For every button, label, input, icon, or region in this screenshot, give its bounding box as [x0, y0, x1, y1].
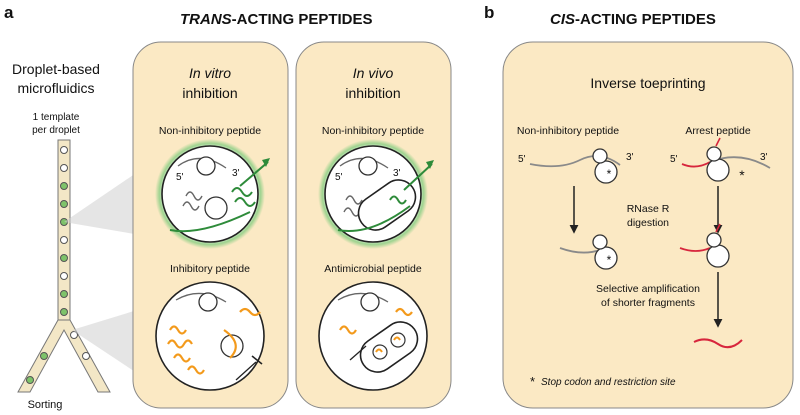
in-vitro-three-prime: 3': [232, 168, 240, 179]
in-vivo-heading-italic: In vivo: [353, 65, 394, 81]
panel-b-title-rest: -ACTING PEPTIDES: [575, 11, 716, 28]
in-vivo-bottom-bacterium: [359, 321, 419, 373]
in-vivo-bottom-label: Antimicrobial peptide: [324, 263, 422, 275]
in-vitro-heading-line2: inhibition: [182, 85, 237, 101]
in-vivo-three-prime: 3': [393, 168, 401, 179]
right-digested-fragment: [679, 223, 730, 268]
left-three-prime: 3': [626, 152, 634, 163]
template-label-line2: per droplet: [32, 125, 80, 136]
in-vitro-bottom-droplet: [155, 281, 265, 391]
svg-text:*: *: [607, 253, 612, 267]
amplified-fragment: [693, 338, 743, 349]
in-vivo-top-bacterium: [357, 179, 417, 231]
panel-a-title-rest: -ACTING PEPTIDES: [232, 11, 373, 28]
in-vitro-bottom-label: Inhibitory peptide: [170, 263, 250, 275]
right-three-prime: 3': [760, 152, 768, 163]
rnase-step-line1: RNase R: [627, 203, 670, 215]
left-digested-fragment: *: [559, 234, 618, 270]
in-vitro-panel: In vitro inhibition Non-inhibitory pepti…: [132, 41, 289, 409]
in-vitro-top-ribosome: [169, 156, 270, 233]
in-vivo-bottom-contents: [337, 292, 419, 373]
right-column-label: Arrest peptide: [685, 125, 751, 137]
panel-a-title: TRANS-ACTING PEPTIDES: [180, 11, 373, 28]
in-vivo-heading-line2: inhibition: [345, 85, 400, 101]
panel-b-letter: b: [484, 3, 494, 22]
in-vivo-top-label: Non-inhibitory peptide: [322, 125, 424, 137]
sorting-label: Sorting: [28, 399, 63, 411]
svg-text:*: *: [739, 167, 745, 183]
right-five-prime: 5': [670, 154, 678, 165]
svg-text:*: *: [607, 167, 612, 181]
panel-b-title-italic: CIS: [550, 11, 575, 28]
amplification-step-line2: of shorter fragments: [601, 297, 695, 309]
panel-b-title: CIS-ACTING PEPTIDES: [550, 11, 716, 28]
in-vivo-panel: In vivo inhibition Non-inhibitory peptid…: [295, 41, 452, 409]
in-vitro-heading-italic: In vitro: [189, 65, 231, 81]
in-vivo-top-contents: [337, 156, 434, 232]
panel-a-title-italic: TRANS: [180, 11, 232, 28]
panel-a-letter: a: [4, 3, 14, 22]
in-vivo-five-prime: 5': [335, 172, 343, 183]
footnote-text: Stop codon and restriction site: [541, 377, 676, 388]
right-mrna-ribosome: 5' 3' *: [670, 137, 771, 183]
inverse-toeprinting-heading: Inverse toeprinting: [590, 75, 705, 91]
microfluidics-title-line2: microfluidics: [17, 80, 94, 96]
in-vitro-bottom-contents: [167, 292, 263, 381]
in-vitro-five-prime: 5': [176, 172, 184, 183]
template-label-line1: 1 template: [33, 112, 80, 123]
amplification-step-line1: Selective amplification: [596, 283, 700, 295]
left-column-label: Non-inhibitory peptide: [517, 125, 619, 137]
microfluidics-title-line1: Droplet-based: [12, 61, 100, 77]
left-five-prime: 5': [518, 154, 526, 165]
in-vitro-top-droplet: [161, 145, 259, 243]
inverse-toeprinting-panel: Inverse toeprinting Non-inhibitory pepti…: [502, 41, 794, 409]
in-vitro-top-label: Non-inhibitory peptide: [159, 125, 261, 137]
microfluidic-channel: [17, 139, 111, 393]
rnase-step-line2: digestion: [627, 217, 669, 229]
left-mrna-ribosome: 5' 3' *: [518, 148, 634, 184]
footnote-star: *: [530, 374, 535, 389]
